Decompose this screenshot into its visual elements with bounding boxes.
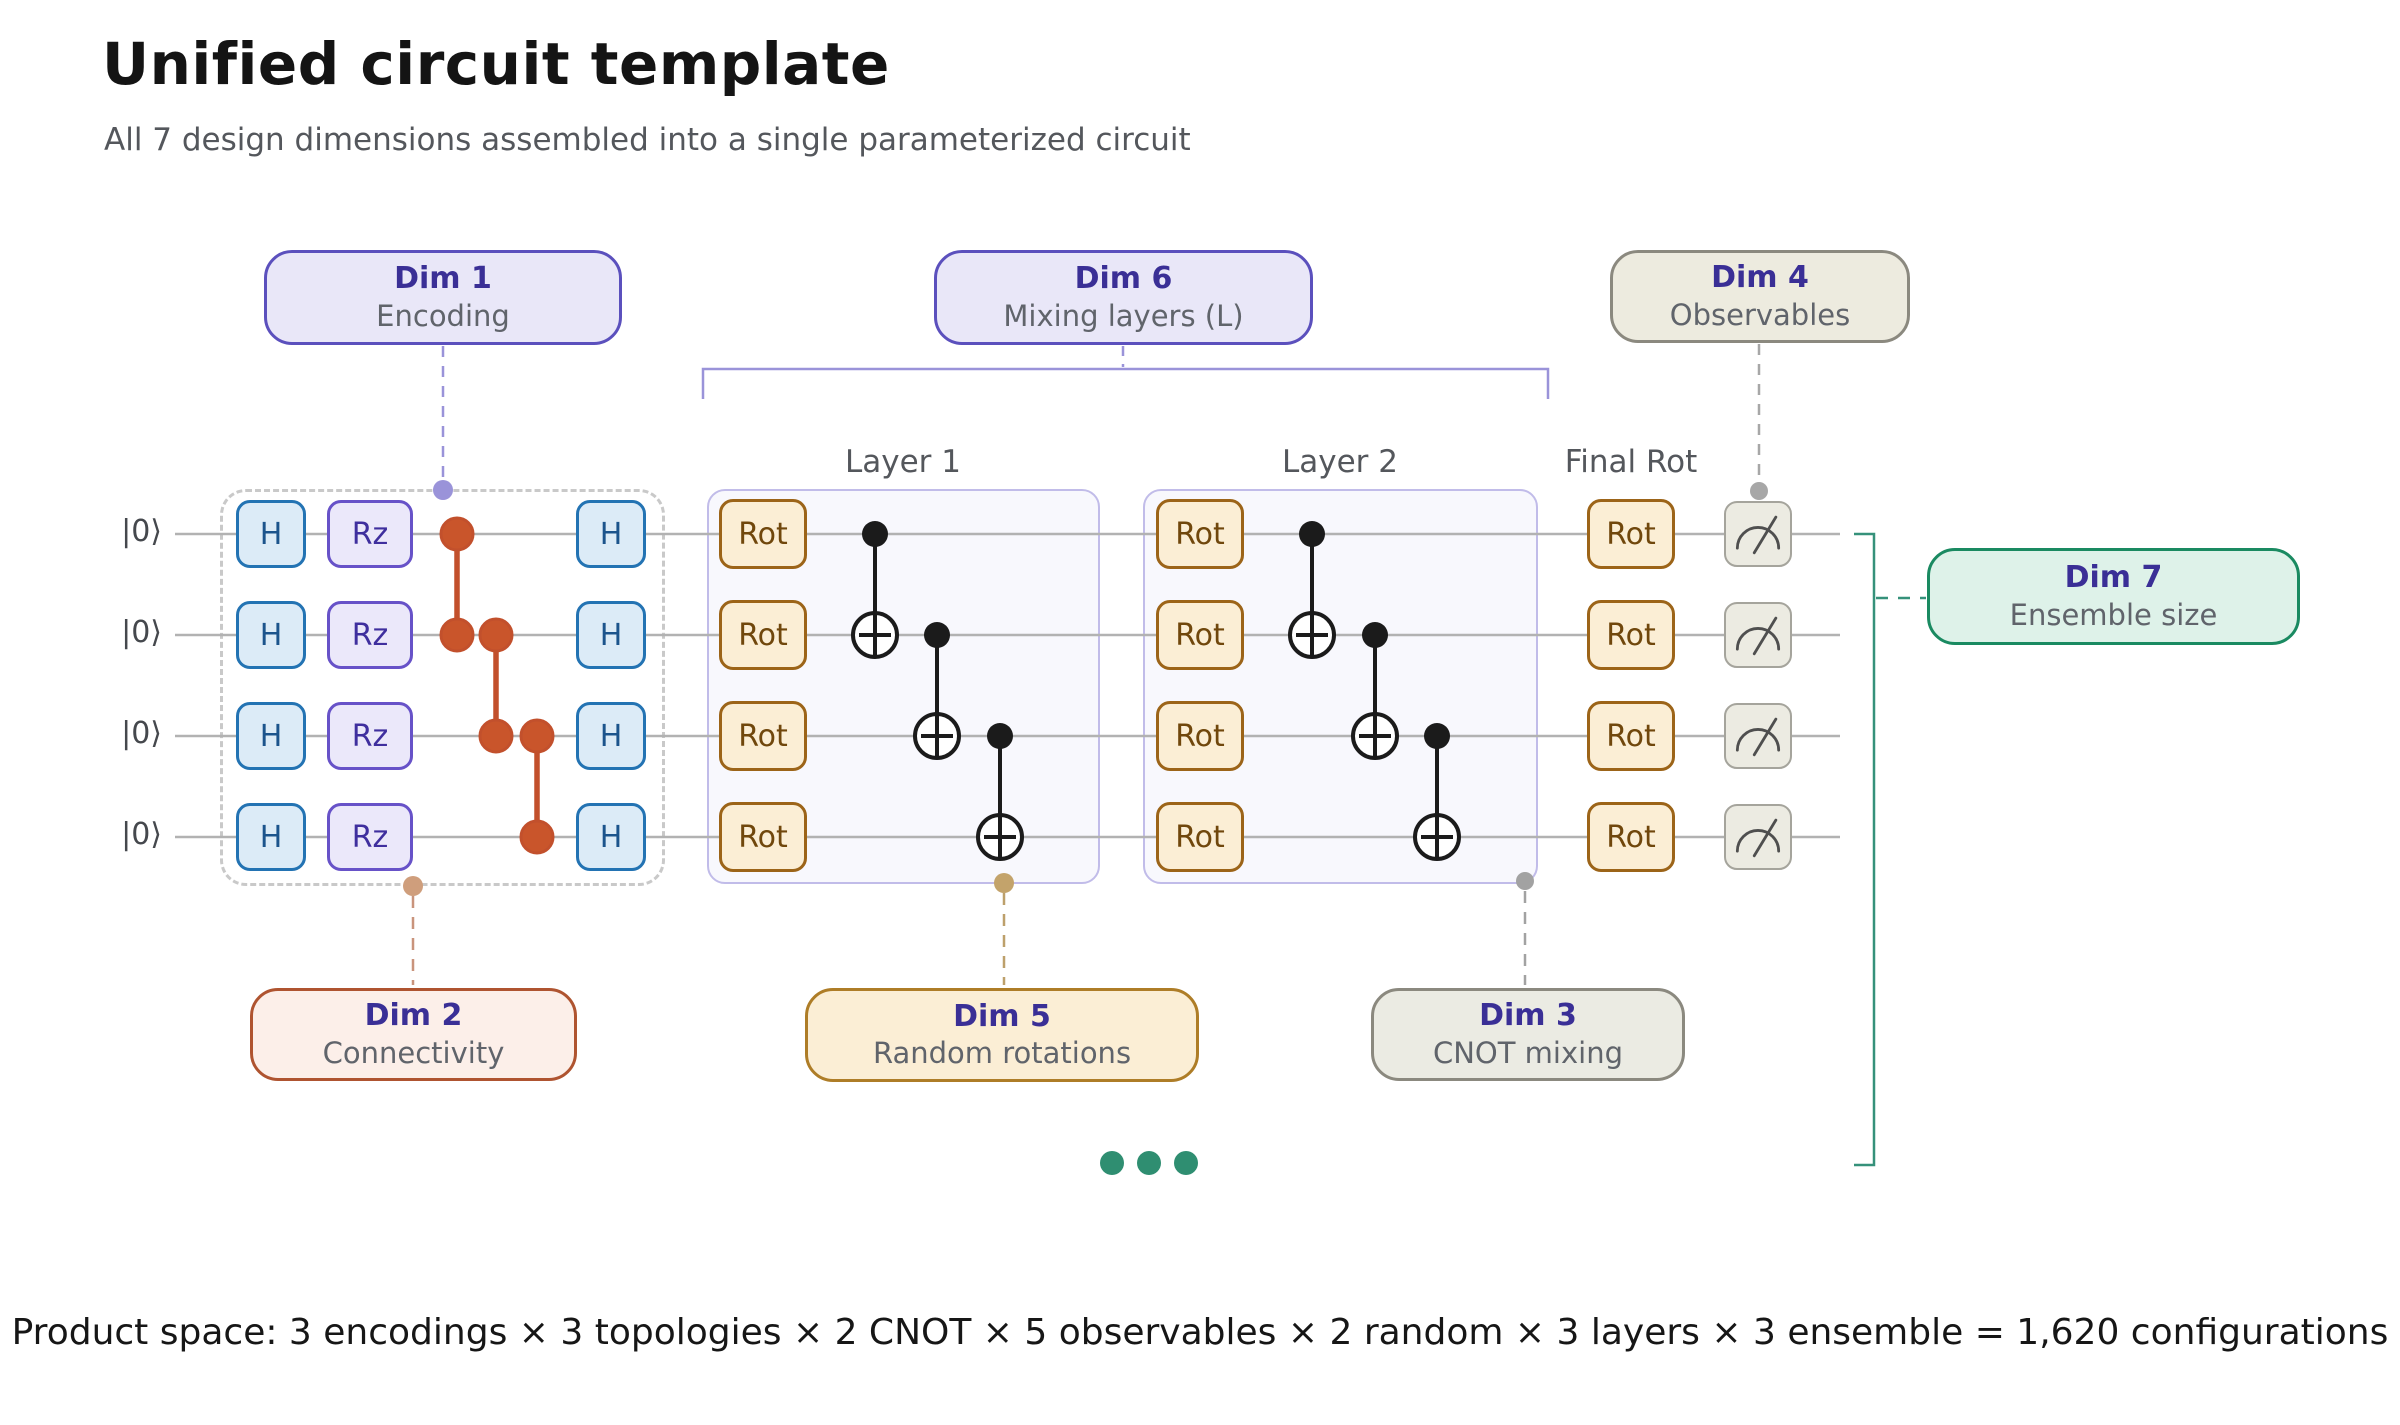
rot-gate: Rot [719, 600, 807, 670]
h-gate: H [236, 601, 306, 669]
badge-dim1-encoding: Dim 1 Encoding [264, 250, 622, 345]
rot-gate: Rot [719, 499, 807, 569]
qubit-wires [175, 532, 1840, 839]
rot-gate: Rot [719, 701, 807, 771]
h-gate: H [576, 601, 646, 669]
gauge-icon [1735, 616, 1781, 656]
final-rot-label: Final Rot [1564, 444, 1698, 480]
rz-gate: Rz [327, 803, 413, 871]
qubit-label-2: |0⟩ [121, 716, 162, 751]
dim3-connector [1516, 872, 1534, 985]
badge-dim4-observables: Dim 4 Observables [1610, 250, 1910, 343]
measurement-gate [1724, 602, 1792, 668]
final-rot-gate: Rot [1587, 499, 1675, 569]
page-title: Unified circuit template [102, 30, 890, 98]
final-rot-gate: Rot [1587, 701, 1675, 771]
measurement-gate [1724, 804, 1792, 870]
badge-dim6-mixing-layers: Dim 6 Mixing layers (L) [934, 250, 1313, 345]
badge-dim5-random-rotations: Dim 5 Random rotations [805, 988, 1199, 1082]
layer1-label: Layer 1 [844, 444, 961, 480]
rot-gate: Rot [1156, 499, 1244, 569]
ensemble-bracket [1854, 532, 1926, 1167]
badge-title: Dim 4 [1711, 260, 1809, 296]
final-rot-gate: Rot [1587, 600, 1675, 670]
gauge-icon [1735, 515, 1781, 555]
dim4-connector [1750, 344, 1768, 500]
gauge-icon [1735, 818, 1781, 858]
mixing-layers-bracket [701, 346, 1550, 399]
badge-dim7-ensemble-size: Dim 7 Ensemble size [1927, 548, 2300, 645]
qubit-label-0: |0⟩ [121, 514, 162, 549]
connectivity-cz-gates [439, 516, 555, 855]
measurement-gate [1724, 501, 1792, 567]
h-gate: H [236, 500, 306, 568]
h-gate: H [576, 702, 646, 770]
badge-label: Ensemble size [2009, 597, 2218, 632]
qubit-label-1: |0⟩ [121, 615, 162, 650]
measurement-gate [1724, 703, 1792, 769]
dim1-connector [433, 346, 453, 500]
layer2-label: Layer 2 [1281, 444, 1398, 480]
badge-dim2-connectivity: Dim 2 Connectivity [250, 988, 577, 1081]
rot-gate: Rot [1156, 701, 1244, 771]
badge-label: Encoding [376, 298, 510, 333]
rot-gate: Rot [719, 802, 807, 872]
badge-label: Mixing layers (L) [1003, 298, 1244, 333]
dim2-connector [403, 876, 423, 985]
rz-gate: Rz [327, 702, 413, 770]
qubit-label-3: |0⟩ [121, 817, 162, 852]
product-space-summary: Product space: 3 encodings × 3 topologie… [11, 1312, 2389, 1353]
badge-title: Dim 5 [953, 998, 1051, 1034]
h-gate: H [236, 803, 306, 871]
final-rot-gate: Rot [1587, 802, 1675, 872]
h-gate: H [236, 702, 306, 770]
badge-title: Dim 1 [394, 261, 492, 297]
rz-gate: Rz [327, 601, 413, 669]
gauge-icon [1735, 717, 1781, 757]
page-subtitle: All 7 design dimensions assembled into a… [104, 122, 1191, 158]
badge-label: Observables [1669, 297, 1851, 332]
rot-gate: Rot [1156, 600, 1244, 670]
h-gate: H [576, 500, 646, 568]
badge-title: Dim 2 [364, 998, 463, 1034]
h-gate: H [576, 803, 646, 871]
cnot-gates-layer1 [851, 521, 1024, 861]
cnot-gates-layer2 [1288, 521, 1461, 861]
badge-label: CNOT mixing [1432, 1035, 1623, 1070]
rot-gate: Rot [1156, 802, 1244, 872]
badge-title: Dim 6 [1074, 261, 1173, 297]
badge-title: Dim 3 [1479, 998, 1577, 1034]
badge-dim3-cnot-mixing: Dim 3 CNOT mixing [1371, 988, 1685, 1081]
badge-title: Dim 7 [2064, 560, 2163, 596]
dim5-connector [994, 873, 1014, 985]
rz-gate: Rz [327, 500, 413, 568]
badge-label: Connectivity [322, 1035, 505, 1070]
ellipsis-dots [1100, 1151, 1198, 1175]
badge-label: Random rotations [872, 1036, 1132, 1071]
